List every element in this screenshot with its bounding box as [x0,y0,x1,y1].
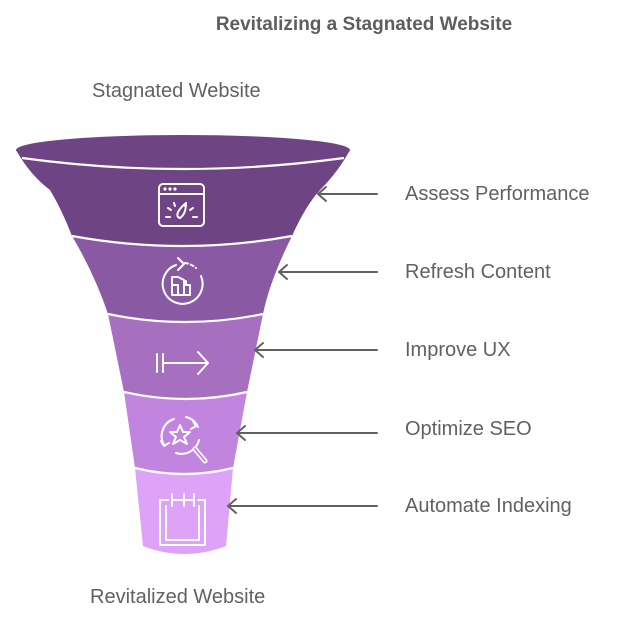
arrow-refresh-content [278,264,378,280]
calendar-icon [159,493,206,546]
step-label-improve-ux: Improve UX [405,339,511,361]
funnel-output-label: Revitalized Website [90,586,266,608]
separator-4 [134,466,234,476]
separator-3 [123,390,248,401]
funnel-segment-5 [135,468,233,554]
step-label-assess-performance: Assess Performance [405,183,590,205]
bar-arrow-right-icon [156,351,209,375]
search-star-icon [160,416,208,464]
browser-speedometer-icon [158,183,205,227]
arrow-improve-ux [254,342,378,358]
arrow-assess-performance [317,186,378,202]
arrow-optimize-seo [236,425,378,441]
step-label-optimize-seo: Optimize SEO [405,418,532,440]
arrow-automate-indexing [227,498,378,514]
funnel-segment-3 [108,314,263,399]
funnel-top-rim [16,135,350,165]
rim-separator [21,156,345,171]
funnel-segment-1 [16,150,350,246]
segment-separators [21,156,345,476]
funnel-input-label: Stagnated Website [92,80,261,102]
separator-2 [107,312,264,324]
separator-1 [71,234,293,248]
refresh-content-icon [161,257,204,305]
step-label-refresh-content: Refresh Content [405,261,551,283]
step-label-automate-indexing: Automate Indexing [405,495,572,517]
diagram-title: Revitalizing a Stagnated Website [215,14,513,35]
